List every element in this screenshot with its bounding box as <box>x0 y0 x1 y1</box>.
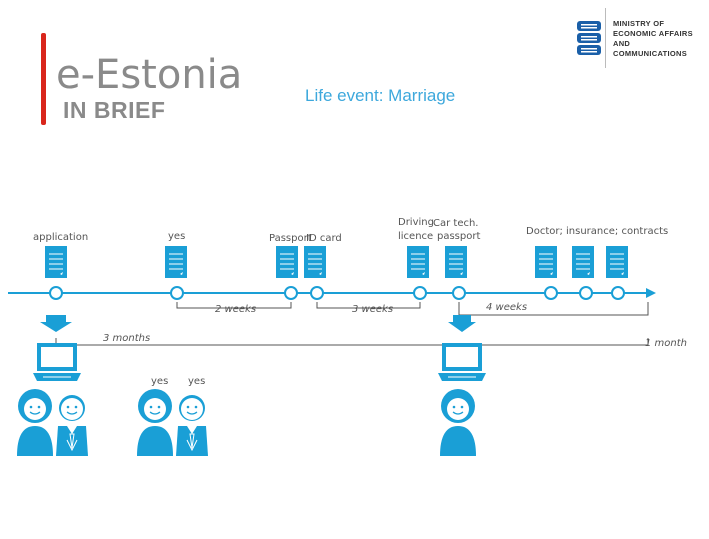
label-passport: Passport <box>269 233 312 244</box>
document-insurance-icon <box>571 245 595 279</box>
document-yes-icon <box>164 245 188 279</box>
duration-3-weeks: 3 weeks <box>352 304 394 315</box>
label-driving-2: licence <box>398 231 434 242</box>
duration-3-months: 3 months <box>103 333 151 344</box>
document-application-icon <box>44 245 68 279</box>
down-arrow-left-icon <box>40 315 72 332</box>
logo-accent-bar <box>41 33 46 125</box>
document-driving-licence-icon <box>406 245 430 279</box>
person-groom-2-icon <box>175 394 209 457</box>
document-car-passport-icon <box>444 245 468 279</box>
down-arrow-right-icon <box>448 315 476 332</box>
label-yes-right: yes <box>188 376 206 387</box>
laptop-left-icon <box>32 342 82 382</box>
label-car-tech-2: passport <box>437 231 481 242</box>
label-doctor-insurance: Doctor; insurance; contracts <box>526 226 669 237</box>
document-contracts-icon <box>605 245 629 279</box>
duration-2-weeks: 2 weeks <box>215 304 257 315</box>
label-car-tech-1: Car tech. <box>433 218 479 229</box>
label-application: application <box>33 232 89 243</box>
document-passport-icon <box>275 245 299 279</box>
person-official-icon <box>439 388 477 457</box>
brand-logo: e-Estonia <box>56 52 243 98</box>
person-bride-2-icon <box>136 388 174 457</box>
label-id-card: ID card <box>306 233 342 244</box>
timeline-arrow-icon <box>646 288 656 298</box>
label-driving-1: Driving <box>398 217 434 228</box>
label-yes-left: yes <box>151 376 169 387</box>
ministry-line-2: Economic Affairs and <box>613 29 693 48</box>
duration-4-weeks: 4 weeks <box>486 302 528 313</box>
ministry-name: Ministry of Economic Affairs and Communi… <box>613 19 709 59</box>
duration-1-month: 1 month <box>645 338 687 349</box>
ministry-line-1: Ministry of <box>613 19 665 28</box>
page-title: Life event: Marriage <box>305 86 456 105</box>
label-yes-top: yes <box>168 231 186 242</box>
brand-tagline: IN BRIEF <box>63 97 166 123</box>
ministry-line-3: Communications <box>613 49 688 58</box>
document-id-card-icon <box>303 245 327 279</box>
estonian-coat-of-arms-icon <box>577 21 601 55</box>
ministry-divider <box>605 8 606 68</box>
document-doctor-icon <box>534 245 558 279</box>
laptop-right-icon <box>437 342 487 382</box>
person-groom-1-icon <box>55 394 89 457</box>
person-bride-1-icon <box>16 388 54 457</box>
